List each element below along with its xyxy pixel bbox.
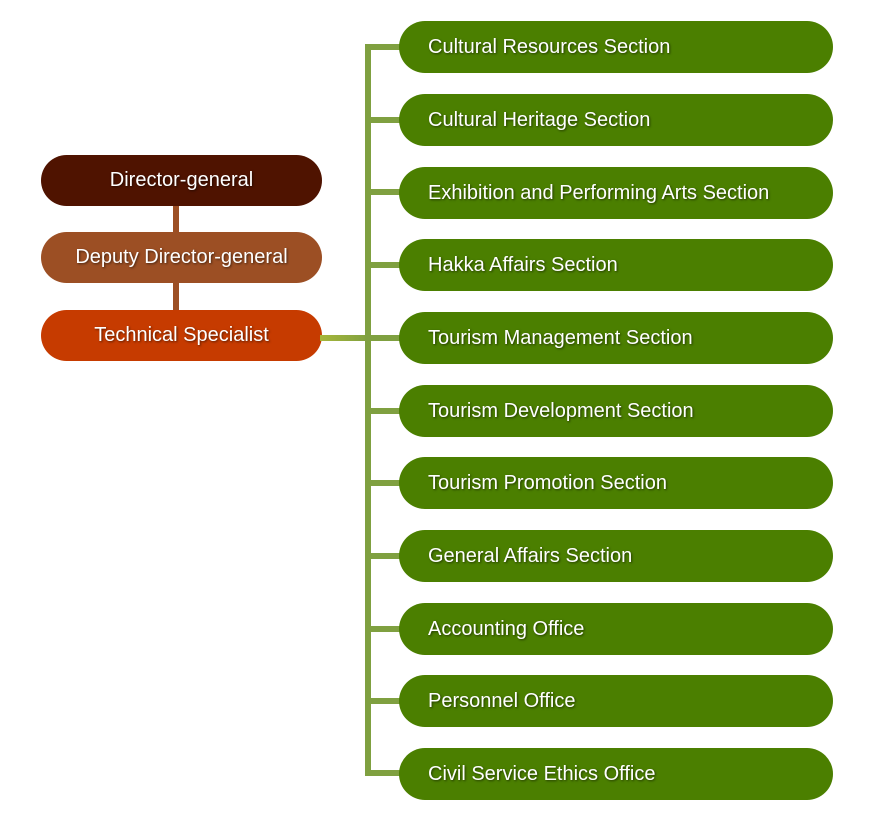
deputy-director-general-box: Deputy Director-general xyxy=(41,232,322,283)
unit-box-general-affairs: General Affairs Section xyxy=(399,530,833,582)
specialist-to-trunk-connector xyxy=(320,335,370,341)
branch-connector xyxy=(365,408,405,414)
unit-label: General Affairs Section xyxy=(428,544,633,567)
branch-connector xyxy=(365,770,405,776)
technical-specialist-box: Technical Specialist xyxy=(41,310,322,361)
technical-specialist-label: Technical Specialist xyxy=(94,324,269,346)
branch-connector xyxy=(365,553,405,559)
branch-connector xyxy=(365,117,405,123)
unit-label: Cultural Resources Section xyxy=(428,35,671,58)
branch-connector xyxy=(365,480,405,486)
branch-connector xyxy=(365,262,405,268)
unit-box-cultural-heritage: Cultural Heritage Section xyxy=(399,94,833,146)
director-to-deputy-connector xyxy=(173,206,179,232)
unit-box-exhibition-performing-arts: Exhibition and Performing Arts Section xyxy=(399,167,833,219)
unit-label: Accounting Office xyxy=(428,617,585,640)
unit-box-tourism-development: Tourism Development Section xyxy=(399,385,833,437)
unit-label: Cultural Heritage Section xyxy=(428,108,651,131)
unit-box-accounting: Accounting Office xyxy=(399,603,833,655)
deputy-director-general-label: Deputy Director-general xyxy=(75,246,288,268)
unit-label: Hakka Affairs Section xyxy=(428,253,618,276)
branch-connector xyxy=(365,698,405,704)
branch-connector xyxy=(365,189,405,195)
branch-connector xyxy=(365,626,405,632)
unit-label: Personnel Office xyxy=(428,689,576,712)
unit-label: Exhibition and Performing Arts Section xyxy=(428,181,770,204)
unit-box-tourism-management: Tourism Management Section xyxy=(399,312,833,364)
director-general-label: Director-general xyxy=(109,169,254,191)
deputy-to-specialist-connector xyxy=(173,283,179,310)
unit-box-hakka-affairs: Hakka Affairs Section xyxy=(399,239,833,291)
unit-box-personnel: Personnel Office xyxy=(399,675,833,727)
unit-box-tourism-promotion: Tourism Promotion Section xyxy=(399,457,833,509)
director-general-box: Director-general xyxy=(41,155,322,206)
unit-box-cultural-resources: Cultural Resources Section xyxy=(399,21,833,73)
unit-box-civil-service-ethics: Civil Service Ethics Office xyxy=(399,748,833,800)
unit-label: Civil Service Ethics Office xyxy=(428,762,656,785)
unit-label: Tourism Development Section xyxy=(428,399,694,422)
branch-connector xyxy=(365,335,405,341)
unit-label: Tourism Promotion Section xyxy=(428,471,667,494)
unit-label: Tourism Management Section xyxy=(428,326,693,349)
branch-connector xyxy=(365,44,405,50)
